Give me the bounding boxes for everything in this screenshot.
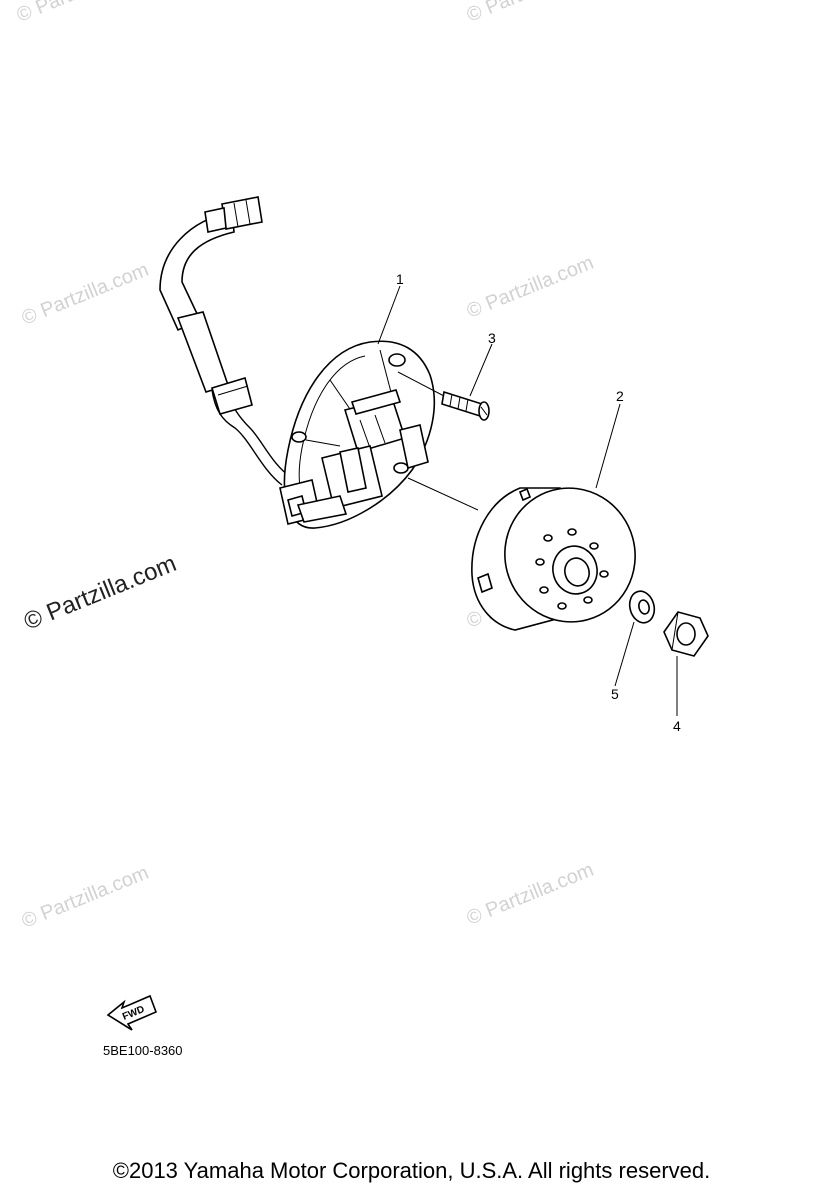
leader-line-5 (614, 621, 635, 687)
callout-5: 5 (611, 686, 619, 702)
screw (441, 390, 490, 421)
wire-clamp (210, 376, 253, 415)
watermark-4: © Partzilla.com (464, 252, 597, 323)
leader-line-1 (377, 285, 401, 345)
leader-line-3 (469, 343, 493, 397)
watermark-1: © Partzilla.com (14, 0, 147, 27)
callout-1: 1 (396, 271, 404, 287)
copyright-notice: ©2013 Yamaha Motor Corporation, U.S.A. A… (112, 1158, 711, 1183)
wire-harness (159, 211, 293, 486)
assembly-line-screw (397, 371, 445, 397)
rotor-flywheel (471, 487, 636, 631)
callout-4: 4 (673, 718, 681, 734)
fwd-arrow-icon: FWD (106, 994, 158, 1031)
leader-line-2 (595, 403, 621, 489)
watermark-main: © Partzilla.com (20, 550, 180, 636)
connector-plug (204, 196, 263, 233)
diagram-code: 5BE100-8360 (103, 1043, 183, 1058)
watermark-2: © Partzilla.com (464, 0, 597, 27)
watermark-7: © Partzilla.com (464, 859, 597, 930)
stator-assembly (279, 340, 436, 529)
nut (663, 611, 709, 657)
washer (628, 590, 656, 624)
callout-2: 2 (616, 388, 624, 404)
assembly-line-rotor (407, 477, 479, 511)
callout-3: 3 (488, 330, 496, 346)
watermark-6: © Partzilla.com (19, 862, 152, 933)
watermark-3: © Partzilla.com (19, 259, 152, 330)
